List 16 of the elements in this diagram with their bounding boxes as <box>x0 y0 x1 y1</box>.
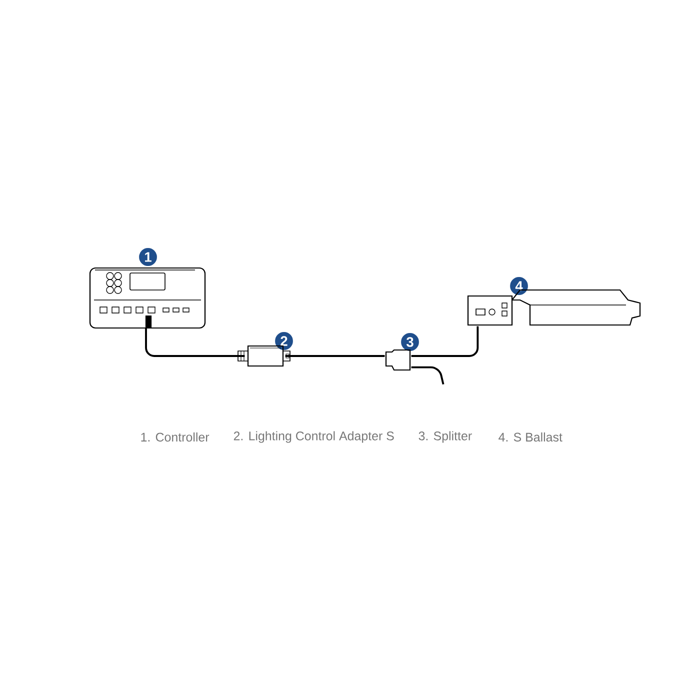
adapter-drawing <box>238 345 290 367</box>
callout-number: 2 <box>274 330 294 352</box>
ballast-drawing <box>467 289 641 326</box>
controller-drawing <box>89 267 206 329</box>
splitter-drawing <box>385 349 411 371</box>
caption: 4. S Ballast <box>498 432 562 442</box>
callout-number: 4 <box>508 276 530 296</box>
cable <box>285 355 385 357</box>
cable <box>145 328 245 357</box>
callout-number: 1 <box>138 246 158 268</box>
caption: 2. Lighting Control Adapter S <box>234 431 394 443</box>
callout-number: 3 <box>400 332 420 352</box>
caption: 3. Splitter <box>418 431 472 443</box>
cable <box>411 326 479 357</box>
cable <box>411 366 444 384</box>
caption: 1. Controller <box>141 432 210 442</box>
